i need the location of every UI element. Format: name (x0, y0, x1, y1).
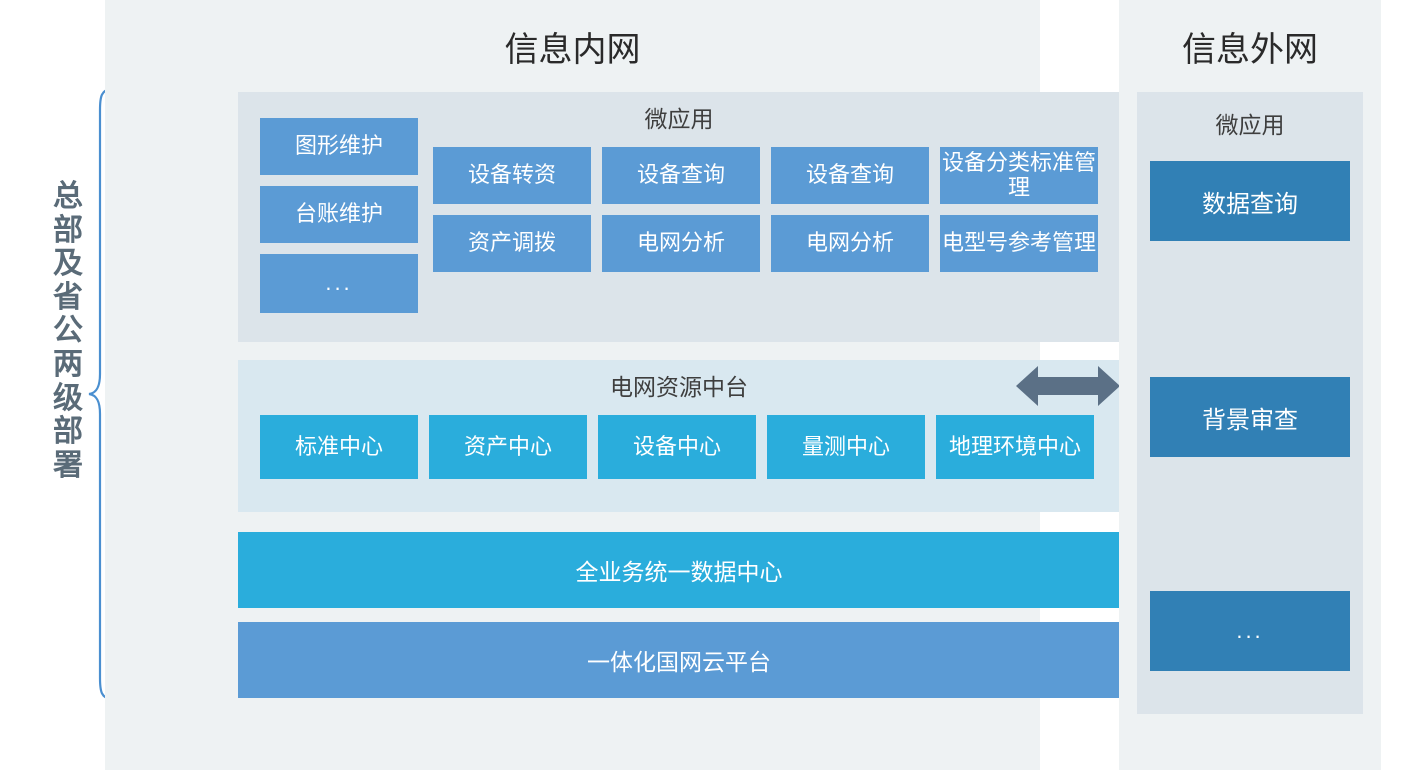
intranet-microapp-title: 微应用 (644, 106, 714, 132)
deployment-label-char: 两 (53, 347, 83, 381)
curly-brace-icon (88, 88, 114, 700)
deployment-label-char: 级 (53, 381, 83, 415)
microapp-box-model-reference-management[interactable]: 电型号参考管理 (940, 215, 1098, 272)
extranet-panel: 信息外网 微应用 数据查询 背景审查 ... (1119, 0, 1381, 770)
microapp-box-ledger-maintenance[interactable]: 台账维护 (260, 186, 418, 243)
deployment-scope-label: 总 部 及 省 公 两 级 部 署 (46, 180, 90, 482)
intranet-panel: 信息内网 微应用 图形维护 台账维护 ... 设备转资 设备查询 设备查询 设备… (105, 0, 1120, 770)
deployment-label-char: 公 (53, 314, 83, 348)
microapp-box-equipment-transfer[interactable]: 设备转资 (433, 147, 591, 204)
deployment-label-char: 省 (53, 280, 83, 314)
platform-box-standard-center[interactable]: 标准中心 (260, 415, 418, 479)
microapp-box-graphics-maintenance[interactable]: 图形维护 (260, 118, 418, 175)
grid-resource-platform-title: 电网资源中台 (610, 374, 748, 400)
platform-box-asset-center[interactable]: 资产中心 (429, 415, 587, 479)
microapp-grid: 设备转资 设备查询 设备查询 设备分类标准管理 资产调拨 电网分析 电网分析 电… (433, 147, 1098, 272)
intranet-microapp-section: 微应用 图形维护 台账维护 ... 设备转资 设备查询 设备查询 设备分类标准管… (238, 92, 1120, 342)
microapp-box-equipment-query-2[interactable]: 设备查询 (771, 147, 929, 204)
extranet-title: 信息外网 (1182, 31, 1318, 69)
microapp-box-equipment-query-1[interactable]: 设备查询 (602, 147, 760, 204)
extranet-box-data-query[interactable]: 数据查询 (1150, 161, 1350, 241)
extranet-microapp-title: 微应用 (1215, 112, 1285, 138)
platform-box-geographic-environment-center[interactable]: 地理环境中心 (936, 415, 1094, 479)
platform-box-equipment-center[interactable]: 设备中心 (598, 415, 756, 479)
microapp-box-equipment-classification-standard[interactable]: 设备分类标准管理 (940, 147, 1098, 204)
microapp-box-grid-analysis-2[interactable]: 电网分析 (771, 215, 929, 272)
extranet-microapp-section: 微应用 数据查询 背景审查 ... (1137, 92, 1363, 714)
deployment-label-char: 部 (53, 415, 83, 449)
intranet-title: 信息内网 (504, 31, 641, 69)
grid-resource-platform-section: 电网资源中台 标准中心 资产中心 设备中心 量测中心 地理环境中心 (238, 360, 1120, 512)
extranet-box-background-check[interactable]: 背景审查 (1150, 377, 1350, 457)
deployment-label-char: 部 (53, 213, 83, 247)
platform-box-measurement-center[interactable]: 量测中心 (767, 415, 925, 479)
cloud-platform-bar[interactable]: 一体化国网云平台 (238, 622, 1120, 698)
platform-center-grid: 标准中心 资产中心 设备中心 量测中心 地理环境中心 (260, 415, 1094, 479)
microapp-left-column: 图形维护 台账维护 ... (260, 118, 418, 324)
deployment-label-char: 及 (53, 247, 83, 281)
unified-data-center-bar[interactable]: 全业务统一数据中心 (238, 532, 1120, 608)
microapp-box-grid-analysis-1[interactable]: 电网分析 (602, 215, 760, 272)
extranet-box-more[interactable]: ... (1150, 591, 1350, 671)
deployment-label-char: 总 (53, 180, 83, 213)
double-arrow-icon (1016, 366, 1120, 406)
microapp-box-more[interactable]: ... (260, 254, 418, 313)
deployment-label-char: 署 (53, 448, 83, 482)
microapp-box-asset-allocation[interactable]: 资产调拨 (433, 215, 591, 272)
